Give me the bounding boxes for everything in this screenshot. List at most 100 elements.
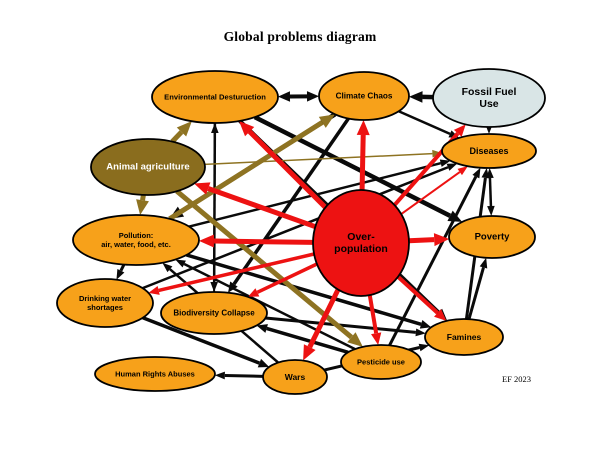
node-wars: Wars	[262, 359, 328, 395]
arrowhead	[194, 182, 211, 195]
edge-line	[396, 275, 439, 315]
arrowhead	[433, 233, 450, 247]
arrowhead	[306, 91, 320, 102]
edge-pollution-famines	[186, 253, 432, 329]
edge-line	[266, 326, 349, 355]
edge-over-population-env-destruction	[239, 121, 328, 210]
edge-line	[488, 177, 493, 207]
edge-animal-agriculture-pollution	[136, 194, 149, 216]
edges-layer	[116, 91, 495, 380]
arrowhead	[256, 324, 268, 333]
arrowhead	[347, 332, 363, 347]
edge-over-population-wars	[303, 288, 341, 361]
arrowhead	[211, 122, 219, 134]
node-diseases: Diseases	[441, 133, 537, 169]
arrowhead	[247, 288, 260, 297]
arrowhead	[371, 332, 382, 346]
edge-line	[388, 175, 478, 347]
node-over-population: Over-population	[312, 189, 410, 297]
arrowhead	[479, 257, 488, 269]
arrowhead	[434, 309, 447, 321]
node-pesticide-use: Pesticide use	[340, 344, 422, 380]
edge-pollution-drinking-water-shortages	[116, 263, 126, 280]
edge-line	[213, 238, 314, 245]
edge-over-population-climate-chaos	[356, 119, 370, 191]
edge-line	[307, 288, 341, 349]
edge-pesticide-use-biodiversity-collapse	[256, 324, 349, 355]
edge-line	[256, 262, 318, 294]
edge-line	[247, 129, 328, 210]
edge-over-population-drinking-water-shortages	[148, 252, 315, 295]
arrowhead	[472, 167, 481, 179]
famines-ellipse	[424, 318, 504, 356]
arrowhead	[214, 371, 225, 380]
edge-line	[213, 132, 216, 293]
arrowhead	[408, 91, 423, 103]
node-poverty: Poverty	[448, 215, 536, 259]
edge-over-population-pollution	[198, 234, 314, 248]
arrowhead	[176, 121, 192, 137]
wars-ellipse	[262, 359, 328, 395]
edge-drinking-water-shortages-wars	[142, 316, 270, 368]
edge-over-population-animal-agriculture	[194, 182, 317, 230]
edge-line	[367, 294, 379, 334]
edge-line	[400, 171, 461, 215]
edge-line	[186, 253, 422, 326]
edge-pollution-climate-chaos	[168, 114, 335, 221]
edge-animal-agriculture-env-destruction	[170, 121, 192, 144]
arrowhead	[318, 114, 335, 128]
edge-wars-human-rights-abuses	[214, 371, 264, 380]
edge-line	[168, 120, 324, 221]
edge-pesticide-use-diseases	[388, 167, 481, 347]
climate-chaos-ellipse	[318, 71, 410, 121]
arrowhead	[303, 344, 316, 361]
arrowhead	[481, 167, 490, 179]
author-credit: EF 2023	[502, 374, 532, 384]
edge-line	[467, 267, 485, 320]
edge-line	[398, 110, 451, 135]
node-animal-agriculture: Animal agriculture	[90, 138, 206, 196]
arrowhead	[446, 163, 458, 171]
diseases-ellipse	[441, 133, 537, 169]
edge-fossil-fuel-use-climate-chaos	[408, 91, 434, 103]
drinking-water-shortages-ellipse	[56, 278, 154, 328]
diagram-title: Global problems diagram	[223, 29, 377, 44]
pesticide-use-ellipse	[340, 344, 422, 380]
arrowhead	[439, 159, 451, 167]
fossil-fuel-use-ellipse	[432, 68, 546, 128]
node-pollution: Pollution:air, water, food, etc.	[72, 214, 200, 266]
arrowhead	[257, 358, 270, 368]
poverty-ellipse	[448, 215, 536, 259]
arrowhead	[239, 121, 255, 137]
arrowhead	[418, 343, 430, 352]
edge-line	[224, 373, 264, 378]
arrowhead	[419, 319, 432, 329]
edge-line	[142, 316, 261, 365]
node-env-destruction: Environmental Desturuction	[151, 70, 279, 124]
human-rights-abuses-ellipse	[94, 356, 216, 392]
edge-line	[408, 237, 435, 244]
arrowhead	[175, 259, 186, 268]
animal-agriculture-ellipse	[90, 138, 206, 196]
edge-line	[207, 186, 317, 230]
edge-line	[170, 130, 184, 144]
arrowhead	[162, 262, 173, 273]
edge-line	[253, 115, 452, 218]
edge-line	[119, 263, 126, 272]
node-famines: Famines	[424, 318, 504, 356]
node-human-rights-abuses: Human Rights Abuses	[94, 356, 216, 392]
edge-line	[359, 134, 366, 191]
arrowhead	[356, 119, 370, 136]
arrowhead	[447, 210, 463, 222]
node-climate-chaos: Climate Chaos	[318, 71, 410, 121]
arrowhead	[453, 124, 466, 137]
env-destruction-ellipse	[151, 70, 279, 124]
arrowhead	[198, 234, 215, 248]
over-population-ellipse	[312, 189, 410, 297]
arrowhead	[116, 269, 125, 280]
edge-line	[158, 252, 315, 293]
